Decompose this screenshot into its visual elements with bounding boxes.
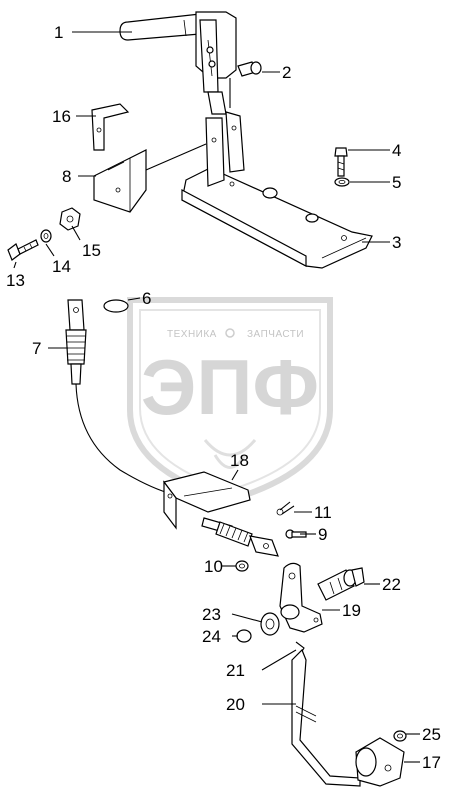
- callout-23: 23: [202, 605, 221, 624]
- callout-numbers: 1 2 3 4 5 6 7 8 9 10 11 13 14 15 16 17 1…: [6, 23, 441, 772]
- watermark-gear-icon: [225, 328, 235, 338]
- callout-3: 3: [392, 233, 401, 252]
- watermark-logo: ЭПФ: [141, 343, 319, 431]
- callout-5: 5: [392, 173, 401, 192]
- part-3-base-bracket: [181, 111, 373, 269]
- callout-24: 24: [202, 627, 221, 646]
- part-1-hand-lever: [119, 11, 237, 115]
- callout-8: 8: [62, 167, 71, 186]
- part-13-bolt: [7, 239, 39, 261]
- callout-6: 6: [142, 289, 151, 308]
- part-6-ring: [103, 299, 129, 313]
- callout-22: 22: [382, 575, 401, 594]
- callout-9: 9: [318, 525, 327, 544]
- part-16-clip: [91, 103, 130, 151]
- callout-17: 17: [422, 753, 441, 772]
- callout-16: 16: [52, 107, 71, 126]
- callout-25: 25: [422, 725, 441, 744]
- callout-18: 18: [230, 451, 249, 470]
- callout-11: 11: [314, 503, 332, 522]
- part-7-cable-end: [65, 299, 87, 385]
- watermark: ТЕХНИКА ЗАПЧАСТИ ЭПФ: [127, 297, 333, 504]
- leader-lines: [13, 31, 420, 763]
- part-23-bushing: [260, 612, 280, 636]
- callout-21: 21: [226, 661, 245, 680]
- watermark-brand-left: ТЕХНИКА: [167, 329, 217, 340]
- callout-7: 7: [32, 339, 41, 358]
- part-5-washer: [334, 177, 350, 187]
- watermark-wheat-icon: [203, 439, 257, 469]
- part-14-washer: [40, 229, 52, 243]
- part-2-pin: [237, 61, 262, 77]
- callout-10: 10: [204, 557, 223, 576]
- part-4-bolt: [334, 147, 348, 177]
- callout-4: 4: [392, 141, 401, 160]
- callout-2: 2: [282, 63, 291, 82]
- part-17-pedal-pad: [355, 737, 405, 787]
- cable: [75, 383, 173, 495]
- part-12-spring-end: [201, 517, 279, 557]
- part-11-cotter-pin: [276, 501, 295, 516]
- part-18-cable-bracket: [162, 471, 251, 530]
- callout-15: 15: [82, 241, 101, 260]
- part-9-clevis-pin: [285, 529, 307, 539]
- callout-1: 1: [54, 23, 63, 42]
- part-19-pedal-arm: [279, 562, 323, 633]
- callout-20: 20: [226, 695, 245, 714]
- part-22-shaft-bolt: [317, 567, 365, 601]
- part-15-nut: [59, 207, 81, 231]
- part-10-washer: [235, 560, 249, 572]
- watermark-brand-right: ЗАПЧАСТИ: [247, 329, 304, 340]
- part-8-cover-bracket: [93, 149, 147, 213]
- part-25-washer: [393, 730, 407, 742]
- part-24-ring: [236, 629, 252, 643]
- part-20-pedal-rod: [291, 648, 361, 787]
- callout-19: 19: [342, 601, 361, 620]
- callout-14: 14: [52, 257, 71, 276]
- callout-13: 13: [6, 271, 25, 290]
